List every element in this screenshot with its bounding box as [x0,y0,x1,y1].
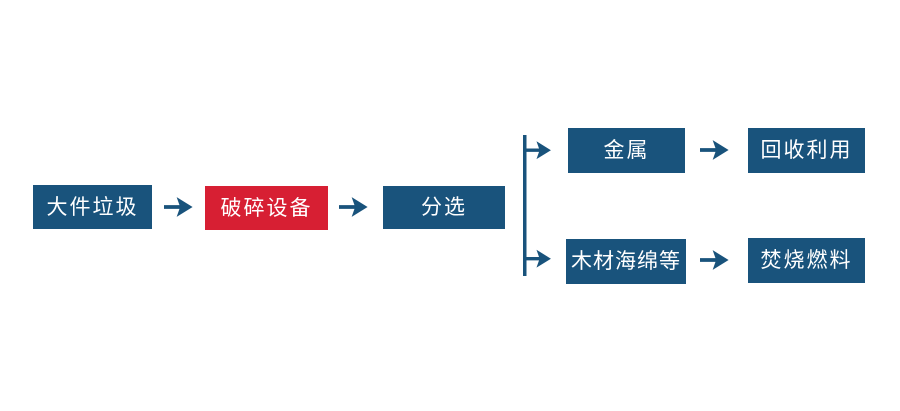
node-wood-sponge: 木材海绵等 [566,239,686,284]
node-wood-sponge-label: 木材海绵等 [571,250,681,273]
arrow-right-icon [339,197,368,217]
branch-connector-icon [523,135,551,276]
node-bulky-waste: 大件垃圾 [33,185,152,229]
node-recycling-label: 回收利用 [760,139,853,162]
arrow-right-icon [164,197,193,217]
node-recycling: 回收利用 [748,128,865,173]
node-sorting-label: 分选 [421,196,467,219]
node-metal-label: 金属 [603,139,650,162]
node-crushing-equipment: 破碎设备 [205,186,328,230]
arrow-right-icon [700,250,729,270]
node-metal: 金属 [568,128,685,173]
node-sorting: 分选 [383,186,505,229]
node-bulky-waste-label: 大件垃圾 [46,195,139,219]
node-incineration-fuel: 焚烧燃料 [748,238,865,283]
node-incineration-fuel-label: 焚烧燃料 [760,249,853,272]
arrow-right-icon [700,140,729,160]
node-crushing-equipment-label: 破碎设备 [220,196,313,220]
